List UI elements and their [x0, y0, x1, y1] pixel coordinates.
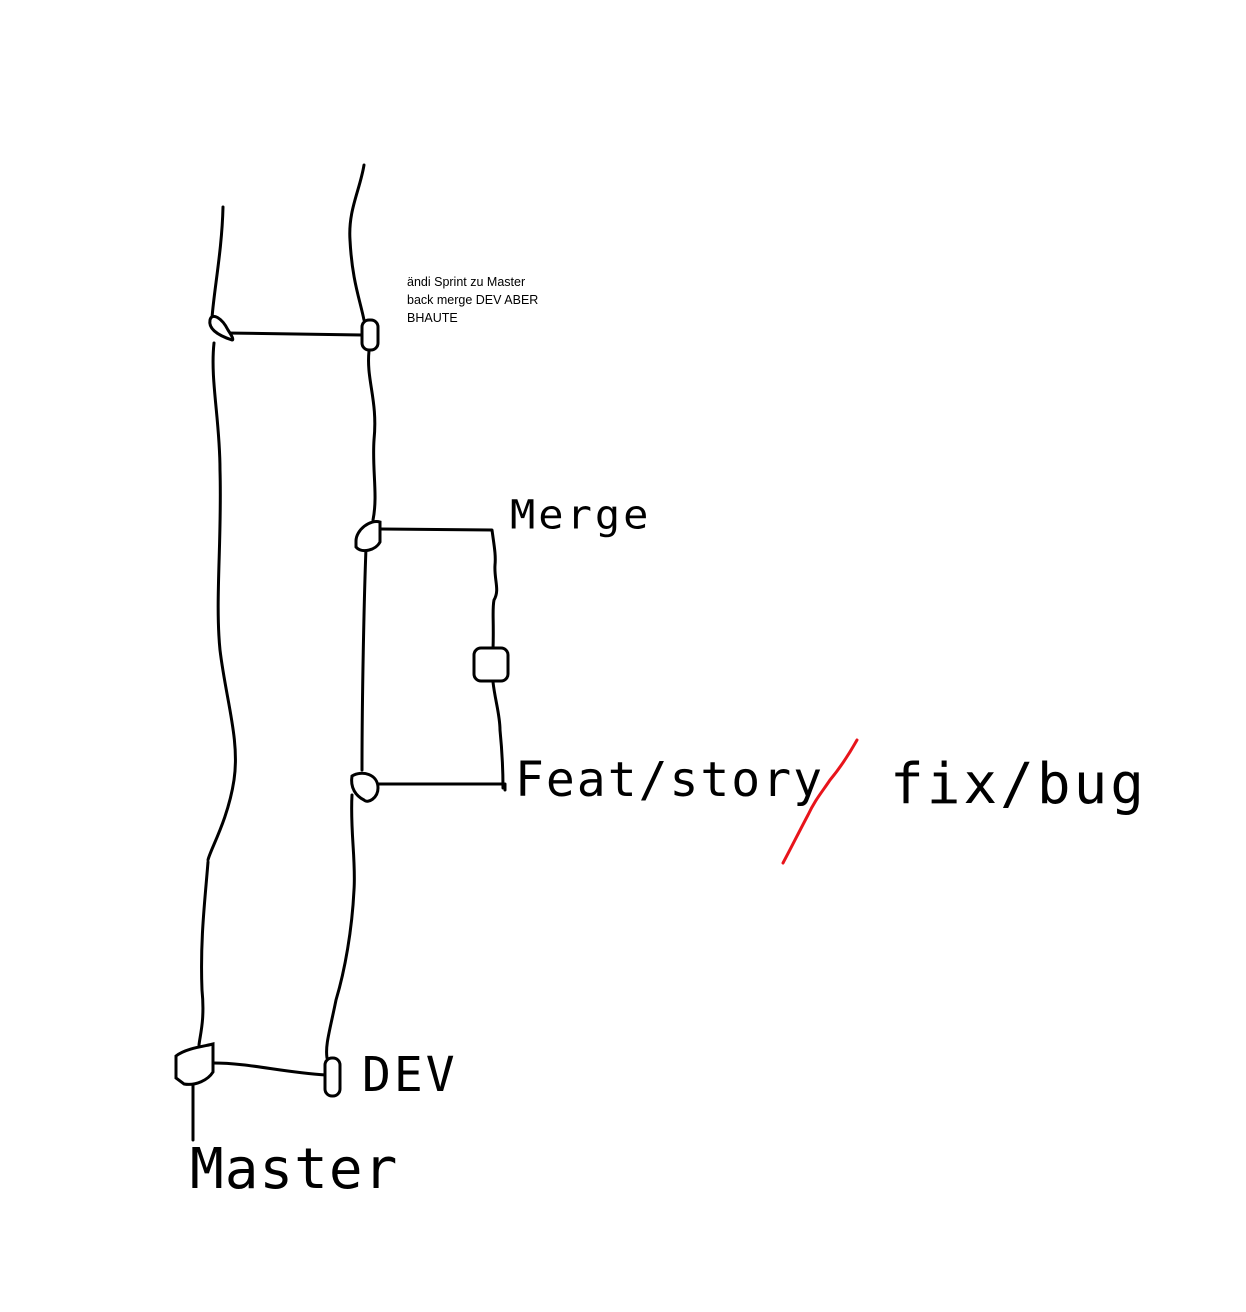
feature-branch-line [378, 527, 505, 790]
note-line-3: BHAUTE [407, 311, 458, 325]
commit-node-dev-bottom [323, 1056, 342, 1098]
commit-node-feature [472, 646, 510, 683]
dev-branch-line [325, 163, 377, 1060]
red-slash-separator [781, 738, 859, 865]
connector-feature-start [376, 782, 507, 792]
note-line-2: back merge DEV ABER [407, 293, 539, 307]
note-line-1: ändi Sprint zu Master [407, 275, 526, 289]
commit-node-dev-merge [354, 520, 382, 553]
connector-top [224, 331, 364, 337]
dev-label: DEV [362, 1047, 458, 1103]
master-label: Master [190, 1137, 399, 1202]
commit-node-master-top [208, 314, 235, 342]
connector-bottom [211, 1061, 328, 1077]
master-branch-line [191, 205, 237, 1142]
feat-story-label: Feat/story [515, 752, 824, 808]
commit-node-master-bottom [174, 1042, 215, 1086]
fix-bug-label: fix/bug [890, 752, 1148, 817]
merge-label: Merge [510, 491, 652, 538]
commit-node-dev-top [360, 318, 380, 352]
sprint-note: ändi Sprint zu Master back merge DEV ABE… [407, 273, 557, 327]
commit-node-dev-branch [350, 771, 380, 803]
